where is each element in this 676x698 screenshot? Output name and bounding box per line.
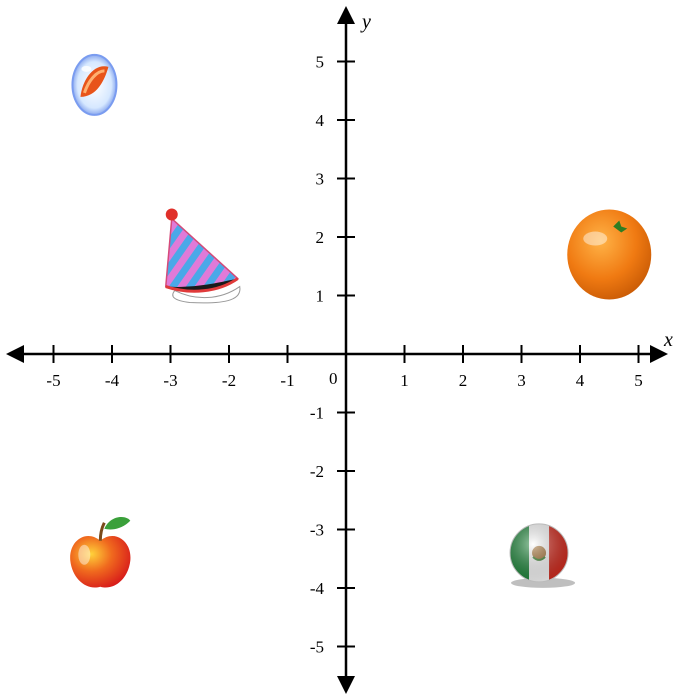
x-tick-label: -3 xyxy=(163,371,177,390)
apple-icon xyxy=(70,516,131,588)
x-axis-left-arrow xyxy=(6,345,24,363)
x-tick-label: 5 xyxy=(634,371,643,390)
y-tick-label: -5 xyxy=(310,638,324,657)
x-axis-right-arrow xyxy=(650,345,668,363)
y-axis-up-arrow xyxy=(337,6,355,24)
axes xyxy=(6,6,668,694)
origin-label: 0 xyxy=(329,369,338,388)
x-tick-label: 1 xyxy=(400,371,409,390)
y-tick-label: -1 xyxy=(310,404,324,423)
y-tick-label: 1 xyxy=(316,287,325,306)
party-hat-icon xyxy=(164,208,241,304)
y-tick-label: 3 xyxy=(316,170,325,189)
mexico-flag-ball-icon xyxy=(509,523,576,588)
x-tick-label: -2 xyxy=(222,371,236,390)
x-tick-label: 4 xyxy=(576,371,585,390)
y-tick-label: -3 xyxy=(310,521,324,540)
x-tick-label: 3 xyxy=(517,371,526,390)
x-tick-label: -4 xyxy=(105,371,120,390)
orange-icon xyxy=(567,209,652,300)
y-tick-label: 4 xyxy=(316,111,325,130)
tick-labels: -5 -4 -3 -2 -1 1 2 3 4 5 5 4 3 2 1 -1 -2 -3 -4 -5 xyxy=(46,53,642,657)
x-tick-label: -5 xyxy=(46,371,60,390)
tick-marks xyxy=(52,60,640,648)
y-tick-label: 2 xyxy=(316,228,325,247)
y-tick-label: 5 xyxy=(316,53,325,72)
y-tick-label: -4 xyxy=(310,579,325,598)
y-axis-label: y xyxy=(360,11,371,33)
y-tick-label: -2 xyxy=(310,462,324,481)
x-tick-label: -1 xyxy=(280,371,294,390)
y-axis-down-arrow xyxy=(337,676,355,694)
x-tick-label: 2 xyxy=(459,371,468,390)
marble-icon xyxy=(71,53,118,116)
x-axis-label: x xyxy=(663,329,673,351)
